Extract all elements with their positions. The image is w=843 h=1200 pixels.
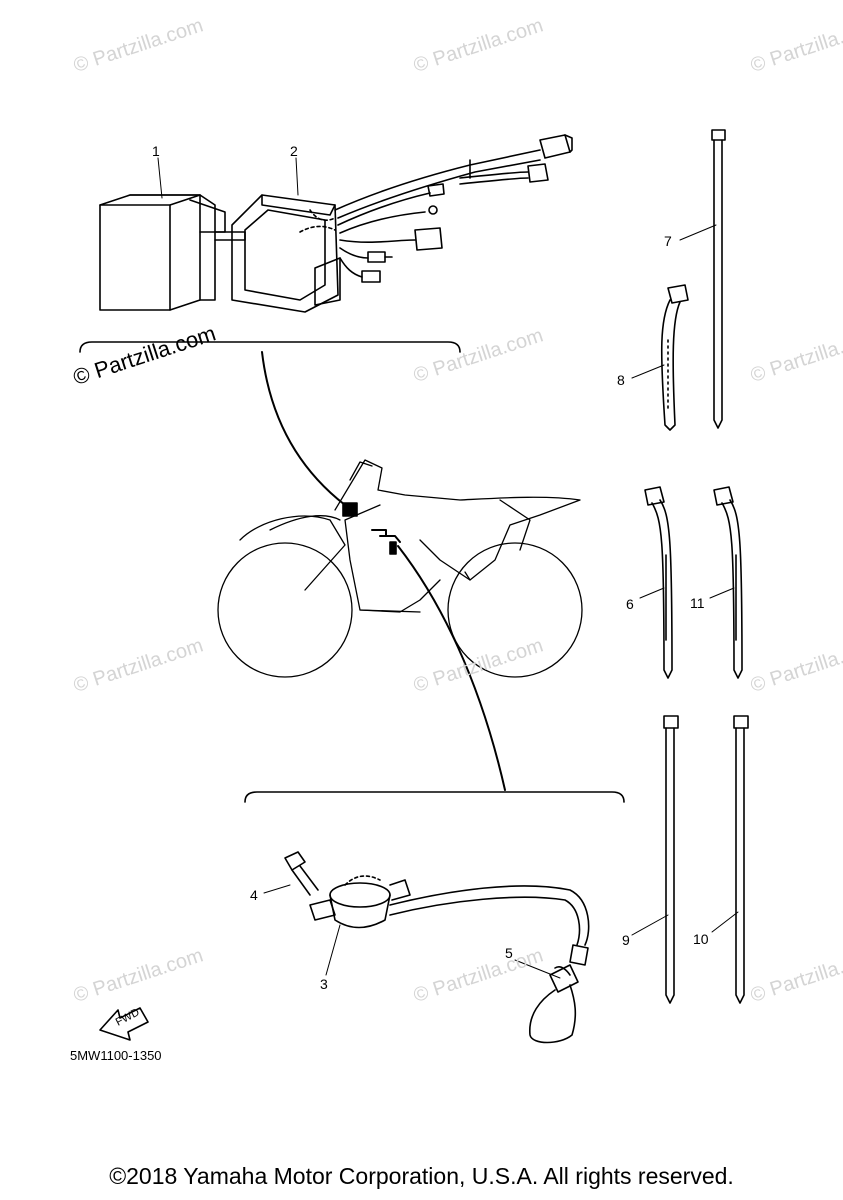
callout-1: 1 — [152, 143, 160, 159]
ignition-coil-drawing — [309, 875, 590, 966]
callout-3: 3 — [320, 976, 328, 992]
upper-group-brace — [79, 341, 461, 353]
callout-2: 2 — [290, 143, 298, 159]
callout-7: 7 — [664, 233, 672, 249]
spark-plug-cap-drawing — [529, 964, 579, 1044]
callout-5: 5 — [505, 945, 513, 961]
callout-4: 4 — [250, 887, 258, 903]
callout-6: 6 — [626, 596, 634, 612]
cdi-unit-drawing — [99, 194, 246, 311]
cable-tie-11-drawing — [713, 486, 743, 679]
callout-leaders — [157, 157, 739, 979]
callout-11: 11 — [690, 595, 705, 611]
leader-upper — [261, 351, 346, 506]
lower-group-brace — [244, 791, 625, 803]
cdi-location-marker — [342, 502, 358, 517]
wire-harness-drawing — [334, 134, 573, 283]
copyright-notice: ©2018 Yamaha Motor Corporation, U.S.A. A… — [109, 1163, 734, 1189]
fwd-arrow-icon — [99, 1007, 149, 1041]
cable-tie-6-drawing — [644, 486, 673, 679]
cable-tie-8-drawing — [660, 284, 689, 431]
cable-tie-10-drawing — [733, 715, 749, 1004]
motorcycle-silhouette — [217, 459, 583, 678]
leader-lower — [397, 545, 506, 791]
coil-location-marker — [371, 529, 401, 555]
holder-bracket-drawing — [231, 194, 341, 313]
bolt-drawing — [284, 851, 319, 896]
callout-8: 8 — [617, 372, 625, 388]
cable-tie-7-drawing — [711, 129, 726, 429]
diagram-code: 5MW1100-1350 — [70, 1048, 162, 1063]
callout-9: 9 — [622, 932, 630, 948]
cable-tie-9-drawing — [663, 715, 679, 1004]
callout-10: 10 — [693, 931, 709, 947]
